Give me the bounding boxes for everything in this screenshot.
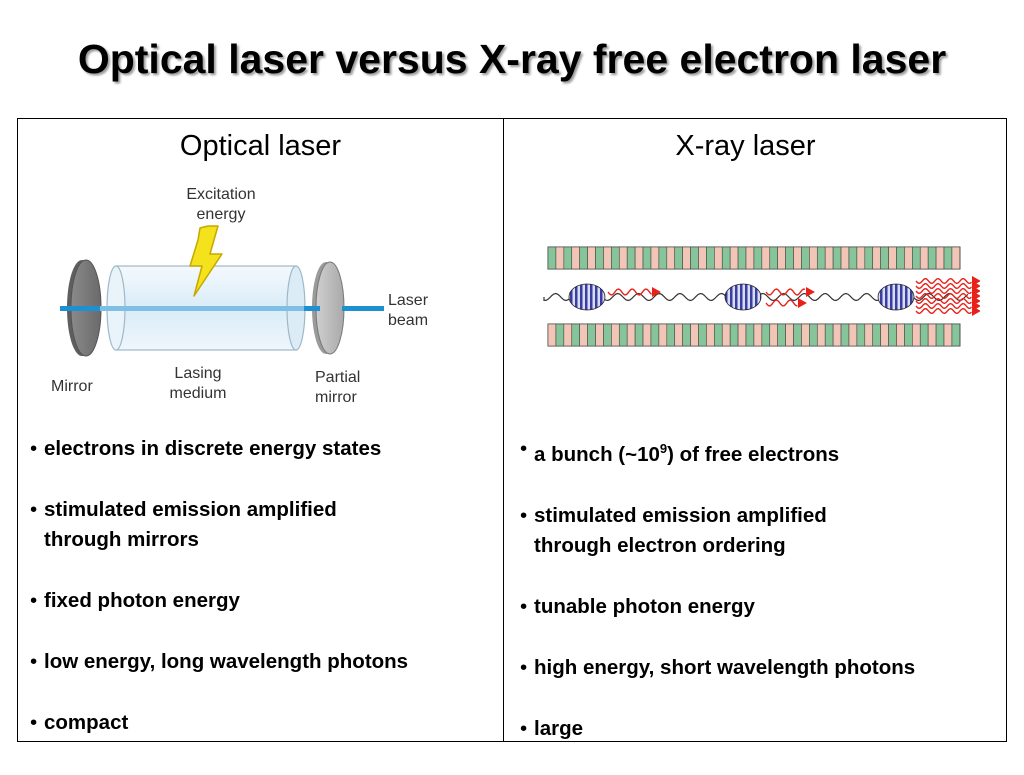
undulator-magnets-top (547, 246, 961, 270)
xray-bullet-list: a bunch (~109) of free electrons stimula… (520, 434, 1000, 775)
comparison-table (17, 118, 1007, 742)
optical-laser-heading: Optical laser (179, 130, 342, 162)
xray-laser-heading: X-ray laser (675, 130, 816, 162)
optical-bullet-list: electrons in discrete energy states stim… (30, 434, 500, 769)
xray-bullet: tunable photon energy (520, 592, 1000, 622)
beam-segment-middle (304, 306, 320, 311)
laser-beam-label-1: Laser (388, 292, 429, 309)
xray-fel-diagram (543, 246, 980, 347)
optical-bullet: low energy, long wavelength photons (30, 647, 500, 677)
xray-bullet: a bunch (~109) of free electrons (520, 434, 1000, 470)
lasing-medium-label-1: Lasing (174, 365, 221, 382)
lasing-medium-label-2: medium (170, 385, 227, 402)
column-divider (503, 118, 504, 742)
excitation-label-2: energy (197, 206, 246, 223)
xray-bullet: high energy, short wavelength photons (520, 653, 1000, 683)
mirror-label: Mirror (51, 378, 93, 395)
electron-bunch (877, 283, 915, 311)
electron-bunch (724, 283, 762, 311)
optical-bullet: electrons in discrete energy states (30, 434, 500, 464)
slide-title: Optical laser versus X-ray free electron… (77, 36, 947, 82)
optical-bullet: fixed photon energy (30, 586, 500, 616)
partial-mirror-label-2: mirror (315, 389, 357, 406)
optical-bullet: compact (30, 708, 500, 738)
xray-bullet: large (520, 714, 1000, 744)
optical-laser-diagram: Excitation energy Laser beam Mirror Lasi… (51, 186, 429, 406)
undulator-magnets-bottom (547, 323, 961, 347)
photon-waves (607, 276, 980, 316)
beam-segment-left (60, 306, 100, 311)
laser-beam-label-2: beam (388, 312, 428, 329)
lightning-bolt-icon (189, 225, 223, 297)
laser-beam-internal (96, 306, 306, 311)
partial-mirror-label-1: Partial (315, 369, 360, 386)
electron-bunch (568, 283, 606, 311)
excitation-label-1: Excitation (186, 186, 255, 203)
laser-beam-output (342, 306, 384, 311)
